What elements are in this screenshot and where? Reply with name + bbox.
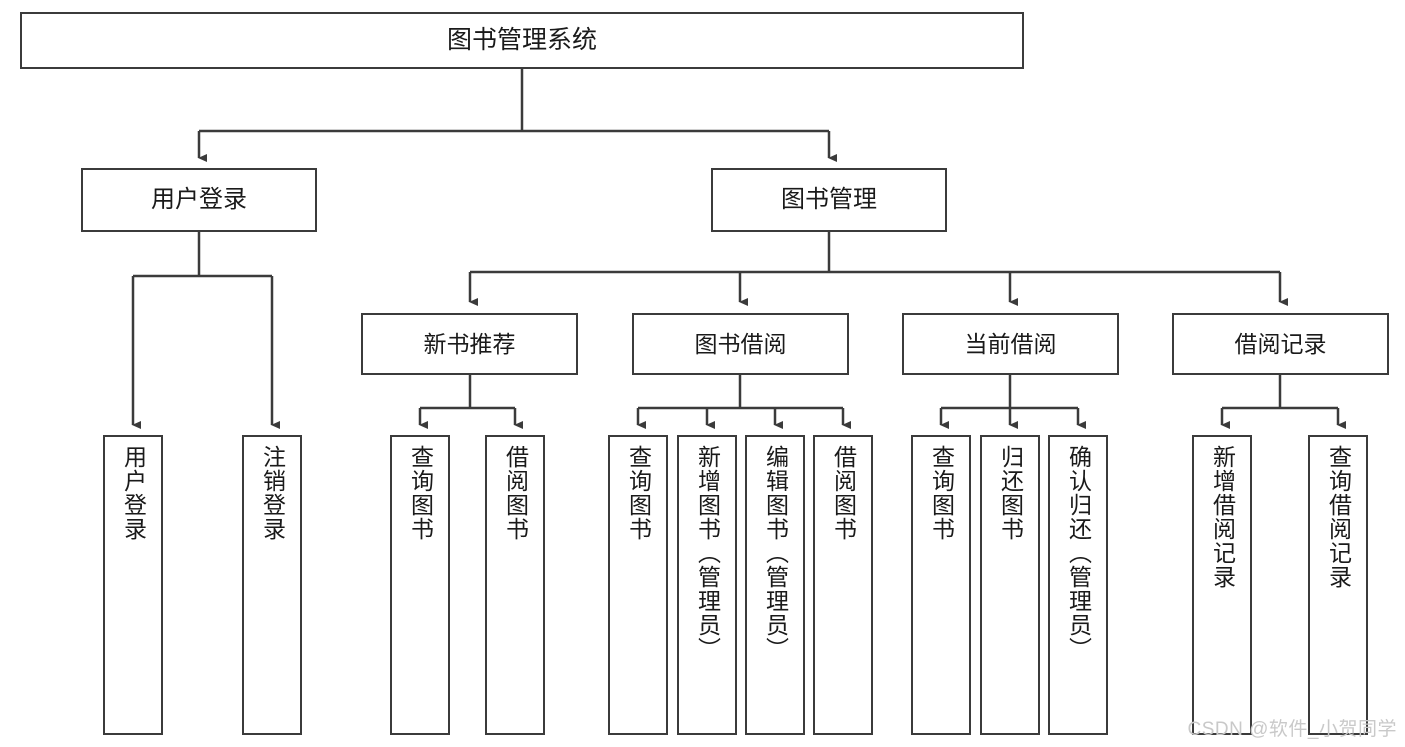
node-borrow-records[interactable]: 借阅记录 (1172, 313, 1389, 375)
leaf-book-borrow-borrow-book[interactable]: 借阅图书 (813, 435, 873, 735)
leaf-book-borrow-query-book[interactable]: 查询图书 (608, 435, 668, 735)
leaf-book-borrow-add-book-admin[interactable]: 新增图书（管理员） (677, 435, 737, 735)
node-label: 借阅记录 (1234, 330, 1327, 357)
node-label: 新增图书（管理员） (694, 445, 721, 661)
node-label: 图书借阅 (694, 330, 787, 357)
watermark: CSDN @软件_小贺同学 (1187, 719, 1397, 740)
node-root-book-management-system[interactable]: 图书管理系统 (20, 12, 1024, 69)
leaf-user-login-logout[interactable]: 注销登录 (242, 435, 302, 735)
leaf-user-login-login[interactable]: 用户登录 (103, 435, 163, 735)
node-current-borrow[interactable]: 当前借阅 (902, 313, 1119, 375)
node-label: 图书管理系统 (446, 26, 597, 55)
node-label: 新增借阅记录 (1209, 445, 1236, 589)
leaf-new-book-query-book[interactable]: 查询图书 (390, 435, 450, 735)
node-label: 查询图书 (625, 445, 652, 541)
node-label: 归还图书 (997, 445, 1024, 541)
node-label: 编辑图书（管理员） (762, 445, 789, 661)
leaf-current-borrow-confirm-return-admin[interactable]: 确认归还（管理员） (1048, 435, 1108, 735)
node-label: 新书推荐 (423, 330, 516, 357)
leaf-records-query-borrow-record[interactable]: 查询借阅记录 (1308, 435, 1368, 735)
node-label: 图书管理 (781, 186, 877, 214)
node-new-book-recommend[interactable]: 新书推荐 (361, 313, 578, 375)
leaf-book-borrow-edit-book-admin[interactable]: 编辑图书（管理员） (745, 435, 805, 735)
node-user-login[interactable]: 用户登录 (81, 168, 317, 232)
node-label: 用户登录 (151, 186, 247, 214)
node-label: 确认归还（管理员） (1065, 445, 1092, 661)
leaf-records-add-borrow-record[interactable]: 新增借阅记录 (1192, 435, 1252, 735)
node-label: 查询借阅记录 (1325, 445, 1352, 589)
node-label: 注销登录 (259, 445, 286, 541)
node-book-borrow[interactable]: 图书借阅 (632, 313, 849, 375)
node-label: 借阅图书 (502, 445, 529, 541)
leaf-new-book-borrow-book[interactable]: 借阅图书 (485, 435, 545, 735)
node-label: 用户登录 (120, 445, 147, 541)
node-label: 借阅图书 (830, 445, 857, 541)
leaf-current-borrow-query-book[interactable]: 查询图书 (911, 435, 971, 735)
node-label: 当前借阅 (964, 330, 1057, 357)
node-book-management[interactable]: 图书管理 (711, 168, 947, 232)
leaf-current-borrow-return-book[interactable]: 归还图书 (980, 435, 1040, 735)
node-label: 查询图书 (928, 445, 955, 541)
node-label: 查询图书 (407, 445, 434, 541)
